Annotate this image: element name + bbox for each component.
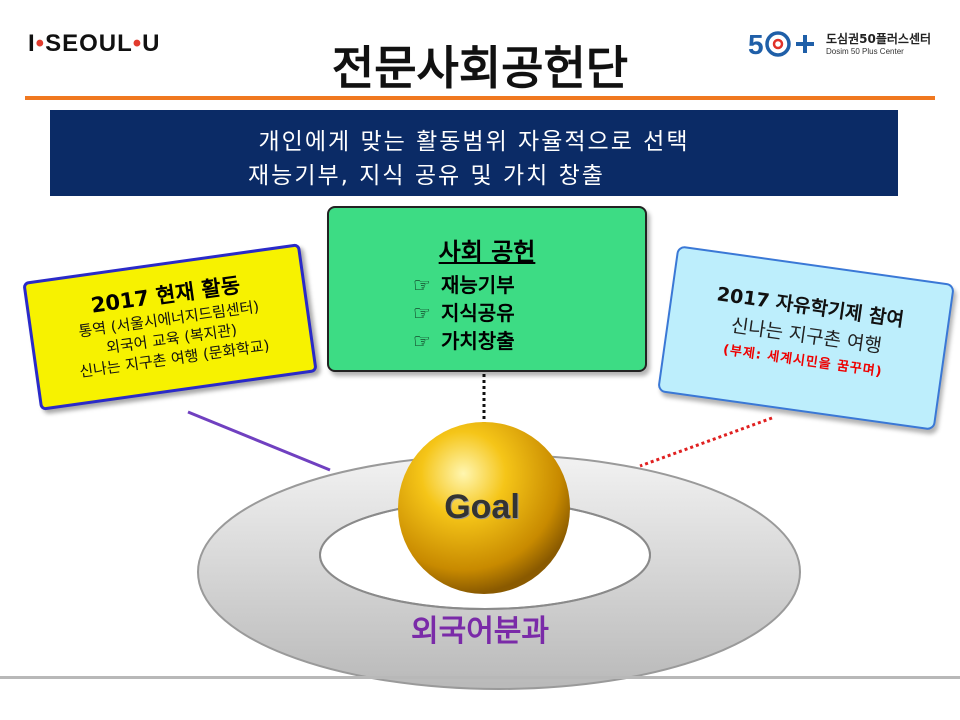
social-contribution-box: 사회 공헌 ☞재능기부 ☞지식공유 ☞가치창출: [327, 206, 647, 372]
connector-left: [187, 410, 331, 472]
logo-dot: •: [132, 30, 143, 57]
contribution-list: ☞재능기부 ☞지식공유 ☞가치창출: [413, 271, 645, 355]
pointing-hand-icon: ☞: [413, 273, 431, 297]
logo-text-seoul: SEOUL: [45, 30, 133, 57]
logo-text-u: U: [142, 30, 161, 57]
center-name: 도심권50플러스센터: [826, 32, 932, 46]
banner-line-2: 재능기부, 지식 공유 및 가치 창출: [248, 163, 605, 189]
goal-sphere: [398, 422, 570, 594]
social-contribution-title: 사회 공헌: [438, 238, 536, 266]
logo-dot: •: [35, 30, 46, 57]
goal-label: Goal: [444, 488, 520, 526]
summary-banner: 개인에게 맞는 활동범위 자율적으로 선택 재능기부, 지식 공유 및 가치 창…: [50, 110, 898, 196]
list-item: ☞가치창출: [413, 329, 515, 353]
list-item: ☞지식공유: [413, 301, 515, 325]
pointing-hand-icon: ☞: [413, 301, 431, 325]
logo-text-i: I: [28, 30, 36, 57]
svg-text:5: 5: [748, 29, 764, 60]
connector-right: [639, 416, 773, 468]
footer-divider: [0, 676, 960, 679]
dosim-50-plus-logo: 5 도심권50플러스센터 Dosim 50 Plus Center: [748, 24, 948, 64]
fifty-plus-icon: 5: [748, 29, 814, 60]
page-title: 전문사회공헌단: [331, 41, 629, 95]
list-item: ☞재능기부: [413, 273, 515, 297]
center-english-name: Dosim 50 Plus Center: [826, 47, 904, 56]
banner-line-1: 개인에게 맞는 활동범위 자율적으로 선택: [258, 129, 690, 155]
title-underline: [25, 96, 935, 100]
i-seoul-u-logo: I•SEOUL•U: [28, 30, 161, 58]
pointing-hand-icon: ☞: [413, 329, 431, 353]
ring-label: 외국어분과: [411, 614, 549, 649]
